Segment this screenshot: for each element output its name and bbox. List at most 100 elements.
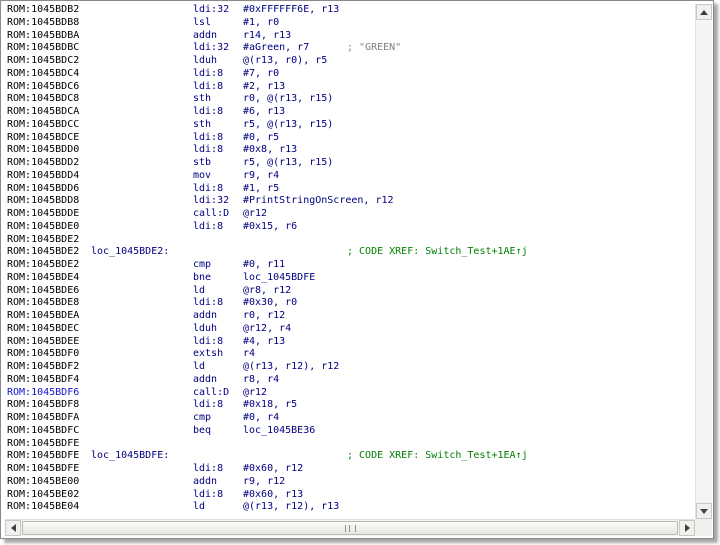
line-address: ROM:1045BDF4 <box>7 373 80 385</box>
line-operands: #1, r0 <box>243 16 280 28</box>
line-operands: #7, r0 <box>243 67 280 79</box>
line-address: ROM:1045BDB8 <box>7 16 80 28</box>
line-mnemonic: ldi:8 <box>193 80 224 92</box>
line-address: ROM:1045BDE0 <box>7 220 80 232</box>
line-mnemonic: addn <box>193 373 218 385</box>
line-mnemonic: lsl <box>193 16 212 28</box>
line-operands: r9, r12 <box>243 475 286 487</box>
line-address: ROM:1045BDFE <box>7 450 80 462</box>
line-operands: r4 <box>243 348 256 360</box>
scroll-up-button[interactable] <box>696 4 712 20</box>
line-mnemonic: ldi:32 <box>193 4 230 15</box>
line-mnemonic: addn <box>193 310 218 321</box>
line-operands: @(r13, r12), r13 <box>243 501 340 513</box>
line-address: ROM:1045BDC8 <box>7 93 80 105</box>
line-address: ROM:1045BDFC <box>7 424 80 436</box>
line-mnemonic: ldi:32 <box>193 195 230 207</box>
line-mnemonic: cmp <box>193 259 212 270</box>
line-address: ROM:1045BDD6 <box>7 182 80 194</box>
line-address: ROM:1045BDEE <box>7 335 80 347</box>
scroll-right-button[interactable] <box>679 520 695 536</box>
line-label: loc_1045BDFE: <box>91 450 170 462</box>
line-mnemonic: sth <box>193 118 212 130</box>
line-operands: #4, r13 <box>243 335 286 347</box>
line-comment: ; "GREEN" <box>347 42 402 54</box>
line-address: ROM:1045BDC6 <box>7 80 80 92</box>
scroll-left-button[interactable] <box>5 520 21 536</box>
line-address: ROM:1045BDC4 <box>7 67 80 79</box>
listing-line[interactable]: ROM:1045BDFE <box>5 438 695 451</box>
line-address: ROM:1045BDF8 <box>7 399 80 411</box>
line-operands: loc_1045BDFE <box>243 271 316 283</box>
line-address: ROM:1045BDE4 <box>7 271 80 283</box>
line-mnemonic: addn <box>193 475 218 487</box>
grip-lines-icon <box>344 524 356 532</box>
vertical-scrollbar[interactable] <box>695 4 712 519</box>
line-address: ROM:1045BDD4 <box>7 169 80 181</box>
line-address: ROM:1045BDF0 <box>7 348 80 360</box>
line-address: ROM:1045BE02 <box>7 488 80 500</box>
line-operands: #0, r11 <box>243 259 286 270</box>
line-mnemonic: ld <box>193 501 206 513</box>
listing-line[interactable]: ROM:1045BDE2 cmp #0, r11 <box>5 259 695 272</box>
line-mnemonic: addn <box>193 29 218 41</box>
line-operands: @(r13, r0), r5 <box>243 55 328 66</box>
line-operands: #PrintStringOnScreen, r12 <box>243 195 394 207</box>
line-address: ROM:1045BDE6 <box>7 284 80 296</box>
line-operands: r0, r12 <box>243 310 286 321</box>
listing-line[interactable]: ROM:1045BDE2 <box>5 234 695 247</box>
line-operands: @r12, r4 <box>243 322 292 334</box>
line-mnemonic: ld <box>193 284 206 296</box>
line-mnemonic: ldi:8 <box>193 144 224 156</box>
listing-line[interactable]: ROM:1045BDB8 lsl #1, r0 <box>5 17 695 30</box>
horizontal-scroll-thumb[interactable] <box>22 521 678 535</box>
horizontal-scrollbar[interactable] <box>5 519 695 536</box>
line-mnemonic: beq <box>193 424 212 436</box>
listing-line[interactable]: ROM:1045BDE4 bne loc_1045BDFE <box>5 272 695 285</box>
line-mnemonic: bne <box>193 271 212 283</box>
line-address: ROM:1045BDE2 <box>7 259 80 270</box>
line-mnemonic: sth <box>193 93 212 105</box>
line-operands: #1, r5 <box>243 182 280 194</box>
scroll-down-button[interactable] <box>696 503 712 519</box>
line-address: ROM:1045BDD2 <box>7 157 80 168</box>
line-operands: r9, r4 <box>243 169 280 181</box>
line-mnemonic: ldi:8 <box>193 131 224 143</box>
